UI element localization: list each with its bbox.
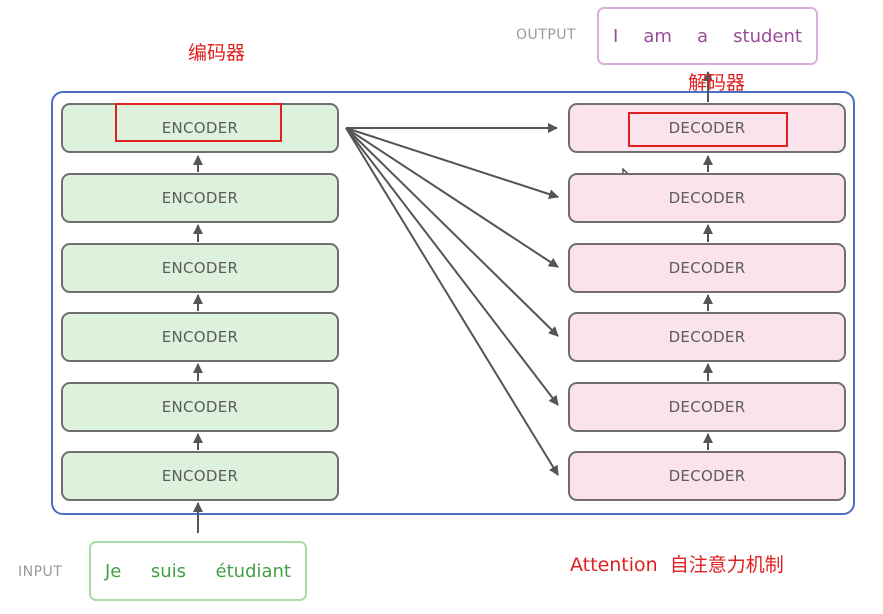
output-word: a [697, 25, 709, 47]
output-label: OUTPUT [516, 27, 577, 43]
encoder-block-top: ENCODER [61, 103, 339, 153]
decoder-block-3: DECODER [568, 243, 846, 293]
encoder-highlight-box [115, 103, 282, 142]
input-word: étudiant [215, 560, 291, 582]
encoder-decoder-attention-arrows [345, 123, 559, 476]
input-sentence-box: Je suis étudiant [89, 541, 307, 601]
decoder-block-4: DECODER [568, 312, 846, 362]
encoder-block-2: ENCODER [61, 173, 339, 223]
decoder-block-top: DECODER [568, 103, 846, 153]
decoder-block-2: DECODER [568, 173, 846, 223]
encoder-annotation: 编码器 [188, 42, 246, 64]
output-sentence-box: I am a student [597, 7, 818, 65]
output-word: am [643, 25, 672, 47]
decoder-block-bottom: DECODER [568, 451, 846, 501]
encoder-block-4: ENCODER [61, 312, 339, 362]
input-word: suis [150, 560, 187, 582]
decoder-annotation: 解码器 [688, 72, 746, 94]
output-word: student [733, 25, 802, 47]
attention-annotation: Attention 自注意力机制 [570, 554, 784, 576]
encoder-block-3: ENCODER [61, 243, 339, 293]
encoder-block-bottom: ENCODER [61, 451, 339, 501]
input-word: Je [105, 560, 122, 582]
output-word: I [613, 25, 619, 47]
decoder-block-5: DECODER [568, 382, 846, 432]
decoder-highlight-box [628, 112, 788, 147]
model-frame [51, 91, 855, 515]
input-label: INPUT [18, 564, 63, 580]
encoder-block-5: ENCODER [61, 382, 339, 432]
